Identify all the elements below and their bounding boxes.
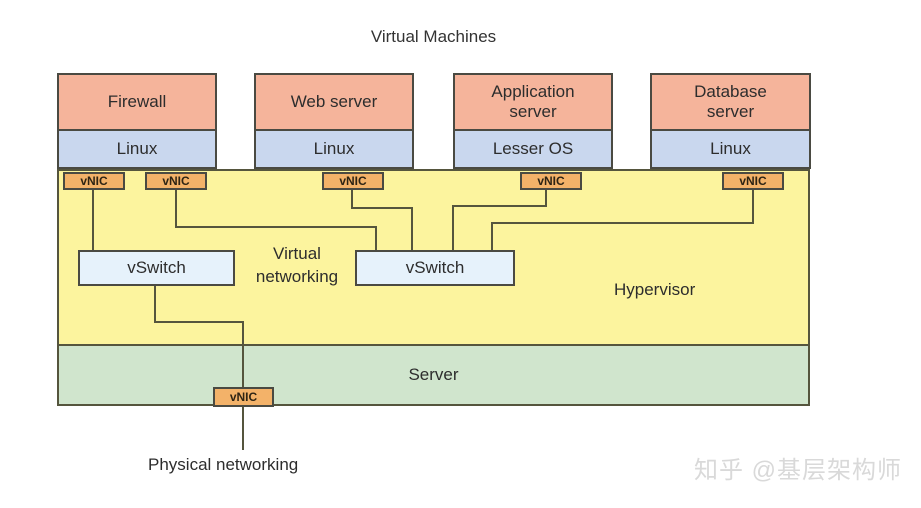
watermark-zhihu: 知乎 @基层架构师 bbox=[694, 457, 903, 484]
vm-firewall-box: Firewall bbox=[57, 73, 217, 131]
vnic-firewall-2: vNIC bbox=[145, 172, 207, 190]
vnic-physical: vNIC bbox=[213, 387, 274, 407]
connector-dbserver-vnic-to-right-vswitch bbox=[491, 187, 754, 253]
vnic-firewall-1: vNIC bbox=[63, 172, 125, 190]
server-label: Server bbox=[408, 365, 459, 384]
vnic-label: vNIC bbox=[537, 174, 565, 188]
vnic-label: vNIC bbox=[339, 174, 367, 188]
vm-firewall-label: Firewall bbox=[107, 92, 167, 112]
physical-networking-label: Physical networking bbox=[148, 455, 299, 474]
connector-left-vswitch-to-physical-vnic bbox=[154, 284, 244, 390]
diagram-title: Virtual Machines bbox=[370, 27, 497, 46]
vnic-database-server: vNIC bbox=[722, 172, 784, 190]
server-band: Server bbox=[57, 344, 810, 406]
vm-web-server-box: Web server bbox=[254, 73, 414, 131]
vm-firewall-os-label: Linux bbox=[116, 139, 158, 158]
vm-application-server-label: Application server bbox=[491, 82, 575, 121]
virtual-networking-label: Virtual networking bbox=[255, 244, 339, 286]
vnic-label: vNIC bbox=[739, 174, 767, 188]
vm-database-server-label: Database server bbox=[694, 82, 767, 121]
vswitch-left-label: vSwitch bbox=[127, 258, 186, 277]
connector-webserver-vnic-to-right-vswitch bbox=[351, 187, 413, 253]
vm-web-server-os-box: Linux bbox=[254, 129, 414, 169]
vm-stack-web-server: Web server Linux bbox=[254, 73, 414, 169]
vm-database-server-os-box: Linux bbox=[650, 129, 811, 169]
vm-web-server-label: Web server bbox=[290, 92, 378, 112]
vm-firewall-os-box: Linux bbox=[57, 129, 217, 169]
vm-application-server-box: Application server bbox=[453, 73, 613, 131]
vm-stack-application-server: Application server Lesser OS bbox=[453, 73, 613, 169]
vnic-label: vNIC bbox=[229, 390, 258, 404]
vm-stack-database-server: Database server Linux bbox=[650, 73, 811, 169]
connector-firewall-vnic2-to-right-vswitch bbox=[175, 187, 377, 253]
vm-application-server-os-label: Lesser OS bbox=[492, 139, 574, 158]
vm-stack-firewall: Firewall Linux bbox=[57, 73, 217, 169]
vswitch-left: vSwitch bbox=[78, 250, 235, 286]
vm-database-server-box: Database server bbox=[650, 73, 811, 131]
vm-database-server-os-label: Linux bbox=[710, 139, 751, 158]
connector-appserver-vnic-to-right-vswitch bbox=[452, 187, 547, 253]
vnic-label: vNIC bbox=[162, 174, 190, 188]
hypervisor-label: Hypervisor bbox=[614, 280, 696, 299]
vswitch-right-label: vSwitch bbox=[405, 258, 465, 277]
vm-web-server-os-label: Linux bbox=[313, 139, 355, 158]
vswitch-right: vSwitch bbox=[355, 250, 515, 286]
vm-application-server-os-box: Lesser OS bbox=[453, 129, 613, 169]
vnic-web-server: vNIC bbox=[322, 172, 384, 190]
vnic-label: vNIC bbox=[80, 174, 108, 188]
vnic-application-server: vNIC bbox=[520, 172, 582, 190]
